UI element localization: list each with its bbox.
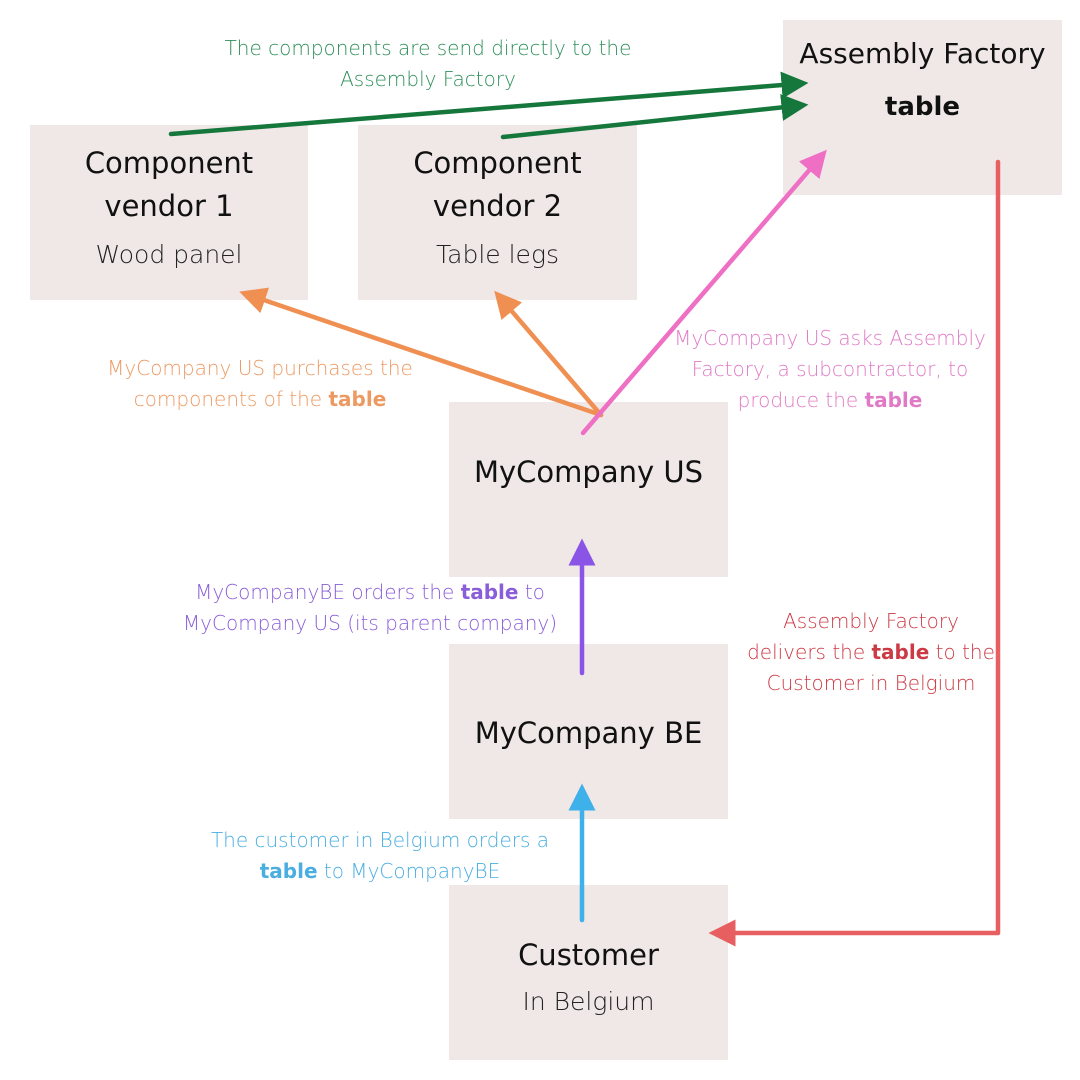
note-text: to MyCompanyBE: [317, 859, 501, 883]
note-text: produce the: [737, 388, 865, 412]
note-text: to the: [929, 640, 995, 664]
note-line: table to MyCompanyBE: [190, 856, 570, 887]
note-line: Assembly Factory: [783, 609, 959, 633]
arrow-factory-to-customer: [708, 159, 1001, 947]
node-subtitle: Table legs: [436, 240, 559, 269]
note-bold: table: [259, 859, 318, 883]
note-line: The components are send directly to the: [224, 36, 632, 60]
note-bold: table: [871, 640, 930, 664]
note-customer-orders: The customer in Belgium orders a table t…: [190, 825, 570, 887]
node-title: Customer: [518, 938, 659, 972]
node-subtitle: In Belgium: [522, 987, 655, 1016]
note-line: components of the table: [90, 384, 430, 415]
note-bold: table: [864, 388, 923, 412]
node-title: MyCompany US: [474, 455, 703, 489]
node-customer: Customer In Belgium: [449, 885, 728, 1060]
node-title: vendor 2: [432, 189, 563, 223]
arrow-us-to-vendor1: [239, 287, 604, 418]
note-text: to: [518, 580, 545, 604]
note-line: The customer in Belgium orders a: [210, 828, 550, 852]
node-assembly-factory: Assembly Factory table: [783, 20, 1062, 195]
note-line: MyCompany US (its parent company): [182, 611, 558, 635]
node-title: Component: [413, 146, 582, 180]
note-text: components of the: [133, 387, 329, 411]
arrow-us-to-factory: [580, 149, 827, 436]
note-text: delivers the: [747, 640, 872, 664]
note-bold: table: [328, 387, 387, 411]
note-line: produce the table: [660, 385, 1000, 416]
note-factory-delivers: Assembly Factory delivers the table to t…: [735, 606, 1007, 699]
note-line: MyCompanyBE orders the table to: [170, 577, 570, 608]
note-line: Customer in Belgium: [766, 671, 976, 695]
note-text: MyCompanyBE orders the: [195, 580, 461, 604]
node-component-vendor-2: Component vendor 2 Table legs: [358, 125, 637, 300]
note-us-purchases: MyCompany US purchases the components of…: [90, 353, 430, 415]
note-line: Factory, a subcontractor, to: [691, 357, 969, 381]
node-title: Assembly Factory: [799, 37, 1046, 70]
node-subtitle: Wood panel: [95, 240, 243, 269]
note-line: MyCompany US asks Assembly: [674, 326, 986, 350]
arrow-vendor1-to-factory: [168, 71, 809, 137]
note-line: Assembly Factory: [340, 67, 516, 91]
arrow-us-to-vendor2: [494, 290, 604, 418]
note-components-shipped: The components are send directly to the …: [208, 33, 648, 95]
node-title: MyCompany BE: [474, 716, 703, 750]
note-line: MyCompany US purchases the: [107, 356, 413, 380]
note-us-asks-factory: MyCompany US asks Assembly Factory, a su…: [660, 323, 1000, 416]
arrow-vendor2-to-factory: [500, 94, 809, 140]
note-bold: table: [460, 580, 519, 604]
note-be-orders-us: MyCompanyBE orders the table to MyCompan…: [170, 577, 570, 639]
node-title: Component: [84, 146, 254, 180]
node-component-vendor-1: Component vendor 1 Wood panel: [30, 125, 308, 300]
note-line: delivers the table to the: [735, 637, 1007, 668]
node-subtitle: table: [884, 92, 961, 122]
node-title: vendor 1: [104, 189, 234, 223]
